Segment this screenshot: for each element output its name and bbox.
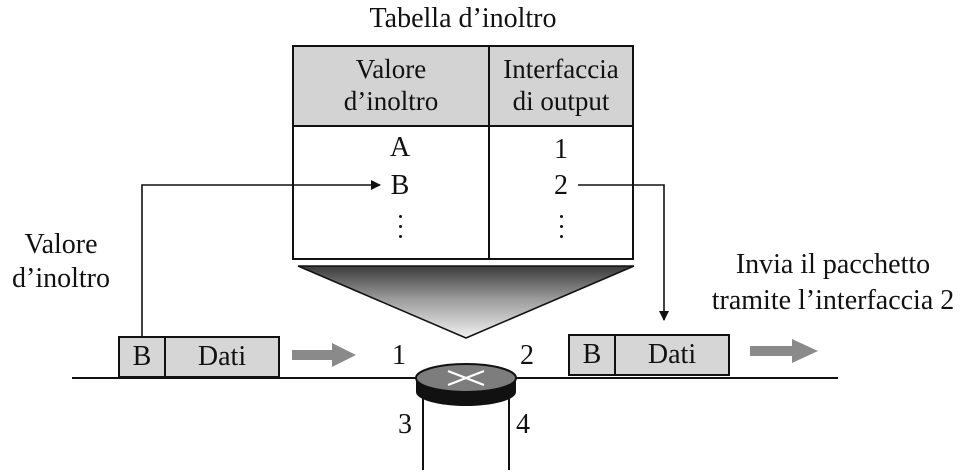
lookup-arrow: [141, 180, 381, 336]
port-2-label: 2: [520, 340, 534, 371]
outgoing-flow-arrow: [750, 339, 818, 363]
zoom-funnel: [297, 265, 635, 339]
table-column-divider: [488, 47, 490, 258]
incoming-flow-arrow: [292, 343, 356, 367]
left-label: Valore d’inoltro: [0, 230, 122, 294]
incoming-packet: B Dati: [118, 336, 280, 378]
table-header: [294, 47, 632, 127]
left-label-line2: d’inoltro: [12, 263, 110, 294]
header-forwarding-value: Valore d’inoltro: [294, 53, 488, 117]
ellipsis-value: [397, 215, 403, 245]
right-label-line2: tramite l’interfaccia 2: [711, 285, 955, 316]
ellipsis-interface: [558, 215, 564, 245]
header-forwarding-value-line2: d’inoltro: [343, 86, 439, 116]
header-forwarding-value-line1: Valore: [355, 54, 427, 84]
outgoing-packet-divider: [614, 336, 616, 374]
port-3-label: 3: [398, 409, 412, 440]
row-value-b: B: [390, 170, 410, 201]
outgoing-packet-payload: Dati: [647, 339, 697, 370]
left-label-line1: Valore: [24, 229, 98, 260]
port-1-label: 1: [392, 340, 406, 371]
row-interface-1: 1: [554, 134, 568, 165]
table-title: Tabella d’inoltro: [369, 3, 557, 34]
forwarding-table: Valore d’inoltro Interfaccia di output A…: [292, 45, 634, 260]
router-icon: [415, 363, 517, 406]
incoming-packet-divider: [164, 338, 166, 376]
port-4-label: 4: [516, 409, 530, 440]
incoming-packet-payload: Dati: [197, 341, 247, 372]
incoming-packet-header: B: [132, 341, 152, 372]
row-interface-2: 2: [554, 170, 568, 201]
right-label: Invia il pacchetto tramite l’interfaccia…: [688, 250, 978, 316]
output-arrow: [578, 184, 669, 321]
header-output-interface-line1: Interfaccia: [503, 54, 619, 84]
row-value-a: A: [389, 132, 411, 163]
header-output-interface-line2: di output: [512, 86, 610, 116]
header-output-interface: Interfaccia di output: [490, 53, 632, 117]
outgoing-packet-header: B: [582, 339, 602, 370]
outgoing-packet: B Dati: [568, 334, 730, 376]
right-label-line1: Invia il pacchetto: [735, 249, 931, 280]
